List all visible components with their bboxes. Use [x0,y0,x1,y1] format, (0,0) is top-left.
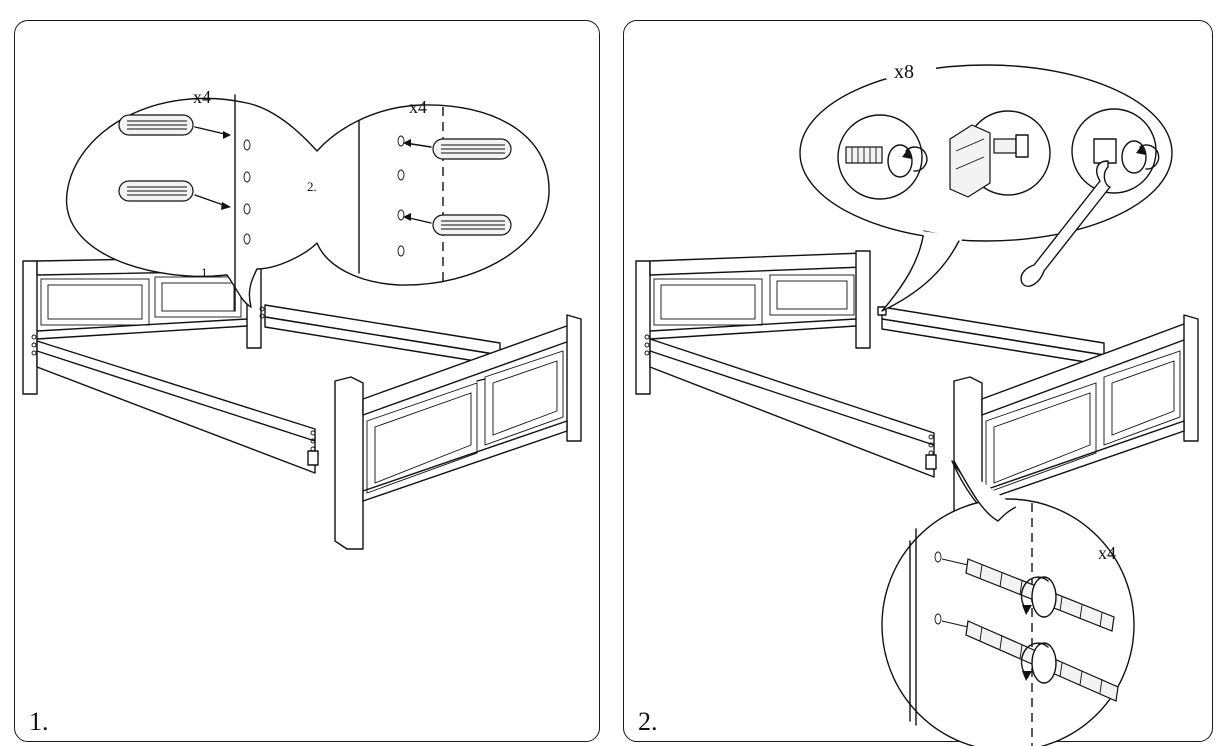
step-number: 2. [638,707,658,736]
qty-label-right: x4 [409,97,427,117]
threaded-rod-callout: x4 [881,460,1135,746]
dowel-icon [403,138,512,160]
substep-2-label: 2. [307,179,317,194]
rotate-arrow-icon [1022,605,1032,615]
step-1-illustration: x4 x4 1. 2. [22,87,582,550]
qty-label-top: x8 [894,61,914,83]
dowel-callout: x4 x4 1. 2. [65,87,550,312]
threaded-rod-icon [941,620,1119,702]
bolt-icon [837,114,928,200]
dowel-icon [118,180,231,210]
cam-lock-icon [949,110,1051,198]
bolt-callout: x8 [799,59,1173,312]
rotate-arrow-icon [1022,671,1032,681]
side-rail-right [259,304,501,366]
step-2-panel: x8 [623,20,1213,746]
qty-label-bottom: x4 [1098,543,1116,563]
step-2-illustration: x8 [635,59,1199,746]
qty-label-left: x4 [193,87,211,107]
side-rail-right [877,306,1105,366]
dowel-icon [118,114,231,139]
substep-1-label: 1. [201,265,211,280]
headboard [635,250,871,395]
side-rail-left [649,338,937,478]
step-number: 1. [29,707,49,736]
rotate-arrow-icon [1136,145,1146,155]
wrench-icon [1020,108,1160,287]
rotate-arrow-icon [902,149,912,159]
side-rail-left [36,340,319,474]
step-1-panel: x4 x4 1. 2. [14,20,600,742]
threaded-rod-icon [941,558,1115,632]
footboard [334,314,582,550]
dowel-icon [403,213,512,236]
